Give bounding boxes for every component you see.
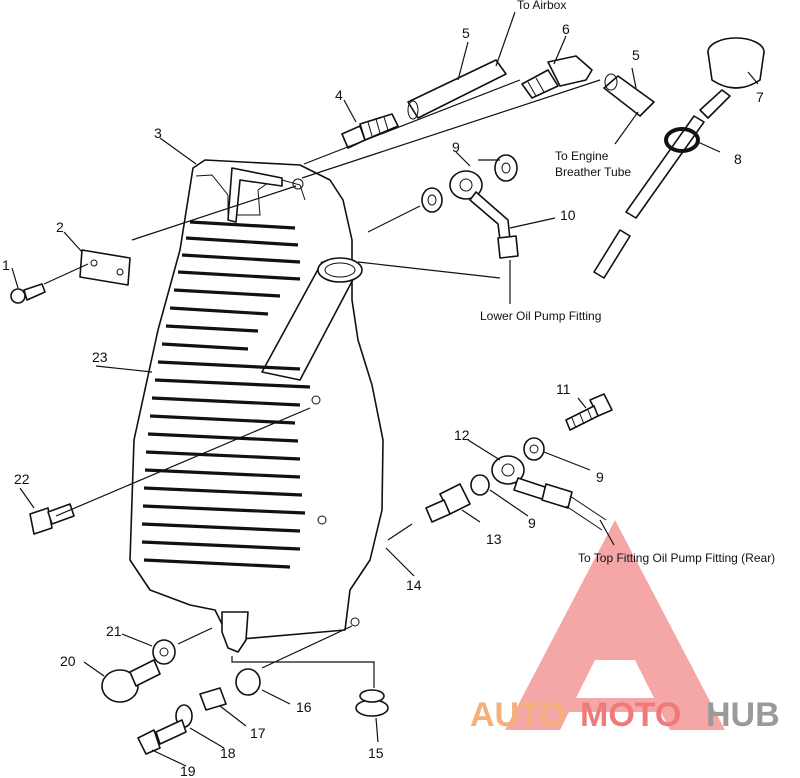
callout-2: 2 xyxy=(56,219,64,235)
watermark-word-auto: AUTO xyxy=(470,696,566,734)
washer-part-9-b xyxy=(494,154,518,182)
callout-21: 21 xyxy=(106,623,122,639)
callout-9-right: 9 xyxy=(596,469,604,485)
banjo-fitting-part-12 xyxy=(491,455,607,531)
callout-12: 12 xyxy=(454,427,470,443)
callout-5-upper: 5 xyxy=(462,25,470,41)
washer-part-9-d xyxy=(470,474,490,496)
callout-3: 3 xyxy=(154,125,162,141)
bolt-part-22 xyxy=(29,503,75,535)
callout-16: 16 xyxy=(296,699,312,715)
callout-17: 17 xyxy=(250,725,266,741)
bolt-part-19 xyxy=(137,719,187,755)
dipstick-cap-part-7 xyxy=(593,37,765,279)
callout-5-lower: 5 xyxy=(632,47,640,63)
callout-9-lower: 9 xyxy=(528,515,536,531)
screw-part-1 xyxy=(10,283,46,304)
washer-part-9-c xyxy=(523,437,545,461)
washer-part-21 xyxy=(152,639,176,665)
oil-tank xyxy=(129,159,384,653)
callout-20: 20 xyxy=(60,653,76,669)
strap-part-3 xyxy=(227,167,283,223)
hose-part-5-upper xyxy=(407,59,507,119)
callout-4: 4 xyxy=(335,87,343,103)
callout-19: 19 xyxy=(180,763,196,778)
note-to-airbox: To Airbox xyxy=(517,0,566,12)
callout-6: 6 xyxy=(562,21,570,37)
bushing-part-16 xyxy=(235,668,261,696)
grommet-part-15 xyxy=(355,689,389,717)
elbow-fitting-part-6 xyxy=(521,55,593,99)
banjo-fitting-part-10 xyxy=(449,170,519,259)
washer-part-9-a xyxy=(421,187,443,213)
tank-fins xyxy=(141,220,311,569)
bracket-part-2 xyxy=(79,249,131,286)
watermark-word-hub: HUB xyxy=(706,696,780,734)
callout-numbers: 1 2 3 4 5 5 6 7 8 9 9 9 10 11 12 13 14 1… xyxy=(2,21,764,778)
note-to-engine-line1: To Engine xyxy=(555,149,609,163)
callout-13: 13 xyxy=(486,531,502,547)
spacer-part-17 xyxy=(199,687,227,711)
callout-18: 18 xyxy=(220,745,236,761)
callout-8: 8 xyxy=(734,151,742,167)
watermark-wordmark: AUTO MOTO HUB xyxy=(470,696,780,734)
watermark-logo xyxy=(505,520,725,730)
callout-1: 1 xyxy=(2,257,10,273)
plug-part-13 xyxy=(425,483,471,523)
callout-11: 11 xyxy=(556,381,571,397)
note-to-engine-line2: Breather Tube xyxy=(555,165,631,179)
callout-22: 22 xyxy=(14,471,30,487)
callout-15: 15 xyxy=(368,745,384,761)
hose-part-5-lower xyxy=(603,75,655,117)
callout-23: 23 xyxy=(92,349,108,365)
callout-14: 14 xyxy=(406,577,422,593)
annotations: To Airbox To Engine Breather Tube Lower … xyxy=(480,0,775,565)
leader-lines xyxy=(11,11,759,767)
callout-7: 7 xyxy=(756,89,764,105)
o-ring-part-8 xyxy=(664,127,700,153)
callout-9-upper: 9 xyxy=(452,139,460,155)
bolt-part-11 xyxy=(565,393,613,431)
watermark-word-moto: MOTO xyxy=(580,696,681,734)
bolt-part-20 xyxy=(101,659,161,703)
note-top-fitting: To Top Fitting Oil Pump Fitting (Rear) xyxy=(578,551,775,565)
callout-10: 10 xyxy=(560,207,576,223)
note-lower-oil-pump-fitting: Lower Oil Pump Fitting xyxy=(480,309,601,323)
